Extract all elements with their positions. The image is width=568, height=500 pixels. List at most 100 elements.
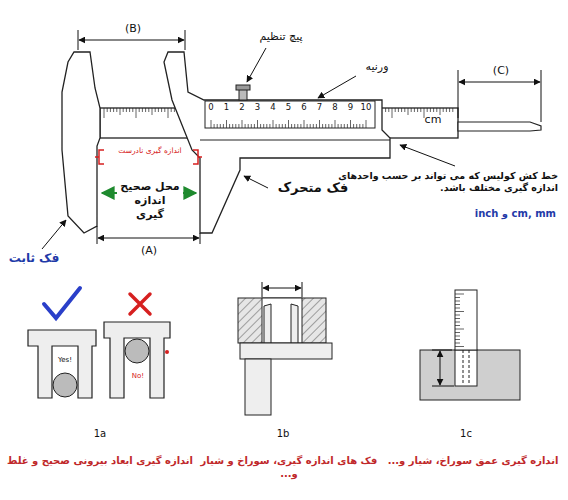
scale-tick	[455, 308, 460, 309]
scale-tick	[136, 108, 137, 118]
vernier-tick	[338, 124, 339, 128]
depth-rod	[469, 350, 470, 385]
scale-tick	[446, 108, 447, 112]
vernier-tick	[350, 120, 351, 128]
figure-number: 1a	[82, 428, 118, 441]
extension-line	[97, 226, 98, 244]
vernier-tick	[328, 124, 329, 128]
vernier-tick	[263, 124, 264, 128]
leader-line	[244, 176, 268, 188]
part-label: پیچ تنظیم	[238, 30, 324, 44]
vernier-tick	[319, 120, 320, 128]
vernier-tick	[291, 124, 292, 128]
slider-strip	[200, 140, 390, 141]
scale-tick	[123, 108, 124, 112]
scale-tick	[385, 108, 386, 112]
caption-label: فک های اندازه گیری، سوراخ و شیار و...	[200, 455, 378, 480]
extension-line	[432, 350, 452, 351]
extension-line	[432, 386, 454, 387]
part-label: فک متحرک	[270, 180, 356, 196]
adjust-screw	[239, 89, 247, 100]
hole	[262, 298, 302, 343]
status-label: No!	[124, 372, 152, 381]
vernier-tick	[260, 124, 261, 128]
scale-tick	[449, 108, 450, 112]
scale-number: 4	[266, 102, 280, 113]
vernier-tick	[335, 120, 336, 128]
scale-tick	[120, 108, 121, 115]
vernier-tick	[366, 120, 367, 128]
scale-tick	[455, 343, 460, 344]
extension-line	[185, 30, 186, 50]
caliper-beam	[240, 343, 332, 359]
caliper-body	[245, 359, 271, 415]
vernier-tick	[294, 124, 295, 128]
vernier-tick	[223, 124, 224, 128]
part-label: ورنیه	[352, 60, 402, 74]
scale-tick	[113, 108, 114, 112]
scale-number: 7	[313, 102, 327, 113]
scale-tick	[455, 311, 464, 312]
scale-tick	[455, 329, 464, 330]
vernier-tick	[341, 124, 342, 128]
vernier-tick	[229, 124, 230, 128]
vernier-tick	[344, 124, 345, 128]
scale-tick	[152, 108, 153, 115]
vernier-tick	[245, 124, 246, 128]
error-dot	[165, 350, 169, 354]
scale-tick	[392, 108, 393, 118]
scale-tick	[455, 318, 460, 319]
fixed-jaw	[62, 52, 100, 233]
scale-number: 1	[220, 102, 234, 113]
dimension-line	[98, 238, 199, 239]
scale-tick	[427, 108, 428, 112]
depth-beam	[455, 290, 477, 350]
workpiece-circle	[125, 339, 149, 363]
vernier-tick	[322, 124, 323, 128]
scale-tick	[455, 332, 460, 333]
scale-number: 9	[344, 102, 358, 113]
scale-tick	[455, 325, 460, 326]
scale-tick	[430, 108, 431, 112]
vernier-tick	[353, 124, 354, 128]
vernier-tick	[248, 124, 249, 128]
vernier-tick	[325, 124, 326, 128]
leader-line	[247, 48, 266, 82]
scale-tick	[455, 336, 460, 337]
scale-tick	[155, 108, 156, 112]
adjust-screw-head	[236, 85, 250, 90]
leader-line	[400, 145, 455, 166]
wrong-bracket	[193, 150, 202, 164]
vernier-tick	[279, 124, 280, 128]
movable-jaw	[164, 52, 390, 233]
part-label: فک ثابت	[2, 251, 66, 266]
scale-tick	[107, 108, 108, 112]
vernier-tick	[251, 124, 252, 128]
inside-jaw	[291, 304, 298, 343]
workpiece-block	[238, 298, 326, 343]
cross-mark	[130, 294, 150, 314]
vernier-tick	[242, 120, 243, 128]
green-arrow	[102, 192, 117, 194]
depth-rod	[458, 122, 541, 131]
extension-line	[262, 282, 263, 297]
scale-tick	[424, 108, 425, 118]
vernier-tick	[331, 124, 332, 128]
extension-line	[78, 30, 79, 50]
scale-tick	[411, 108, 412, 112]
scale-number: 8	[328, 102, 342, 113]
vernier-tick	[304, 120, 305, 128]
caption-label: اندازه گیری ابعاد بیرونی صحیح و غلط	[4, 455, 196, 468]
scale-tick	[104, 108, 105, 118]
dimension-label: (A)	[131, 244, 167, 258]
scale-tick	[171, 108, 172, 112]
note-label: خط کش کولیس که می تواند بر حسب واحدهای ا…	[330, 170, 558, 194]
scale-tick	[148, 108, 149, 112]
scale-number: 2	[235, 102, 249, 113]
scale-tick	[168, 108, 169, 118]
extension-line	[541, 70, 542, 122]
scale-tick	[388, 108, 389, 112]
workpiece-block	[420, 350, 520, 400]
vernier-tick	[307, 124, 308, 128]
workpiece-circle	[53, 373, 77, 397]
